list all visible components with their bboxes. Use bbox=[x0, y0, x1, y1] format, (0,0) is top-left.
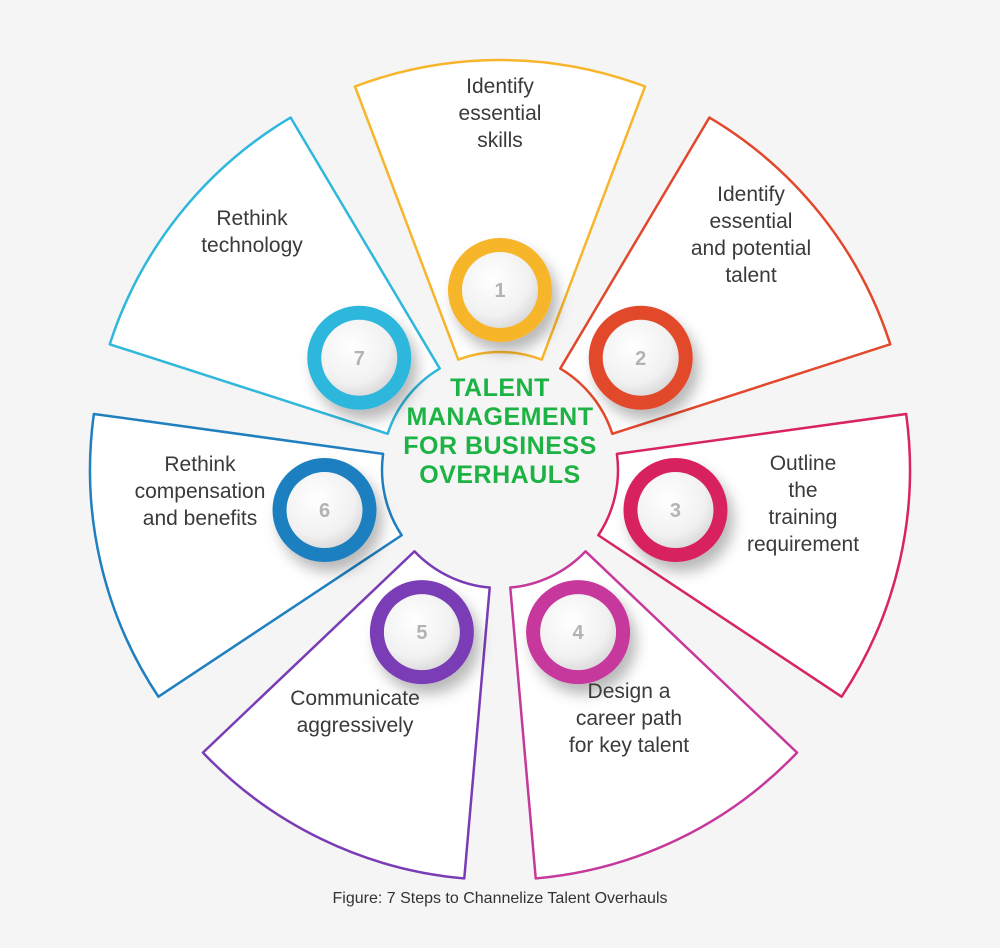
step-4-badge bbox=[526, 580, 631, 685]
step-5-badge bbox=[369, 580, 474, 685]
step-7-number: 7 bbox=[354, 348, 365, 370]
figure-caption: Figure: 7 Steps to Channelize Talent Ove… bbox=[332, 890, 668, 907]
step-3-label: Outline the training requirement bbox=[746, 452, 860, 556]
step-1-label: Identify essential skills bbox=[458, 75, 542, 152]
step-6-badge bbox=[272, 458, 377, 563]
segment-1 bbox=[353, 58, 647, 361]
center-title: TALENT MANAGEMENT FOR BUSINESS OVERHAULS bbox=[403, 374, 597, 489]
step-6-label: Rethink compensation and benefits bbox=[134, 453, 266, 530]
step-2-number: 2 bbox=[635, 348, 646, 370]
step-5-label: Communicate aggressively bbox=[290, 687, 420, 737]
step-6-number: 6 bbox=[319, 500, 330, 522]
step-7-badge bbox=[307, 305, 412, 410]
step-1-badge bbox=[448, 238, 552, 342]
step-5-number: 5 bbox=[416, 622, 427, 644]
step-3-badge bbox=[623, 458, 728, 563]
step-3-number: 3 bbox=[670, 500, 681, 522]
step-7-label: Rethink technology bbox=[201, 207, 303, 257]
step-1-number: 1 bbox=[494, 280, 505, 302]
step-2-label: Identify essential and potential talent bbox=[690, 183, 812, 287]
step-4-number: 4 bbox=[573, 622, 585, 644]
step-2-badge bbox=[588, 305, 693, 410]
step-4-label: Design a career path for key talent bbox=[568, 680, 690, 757]
